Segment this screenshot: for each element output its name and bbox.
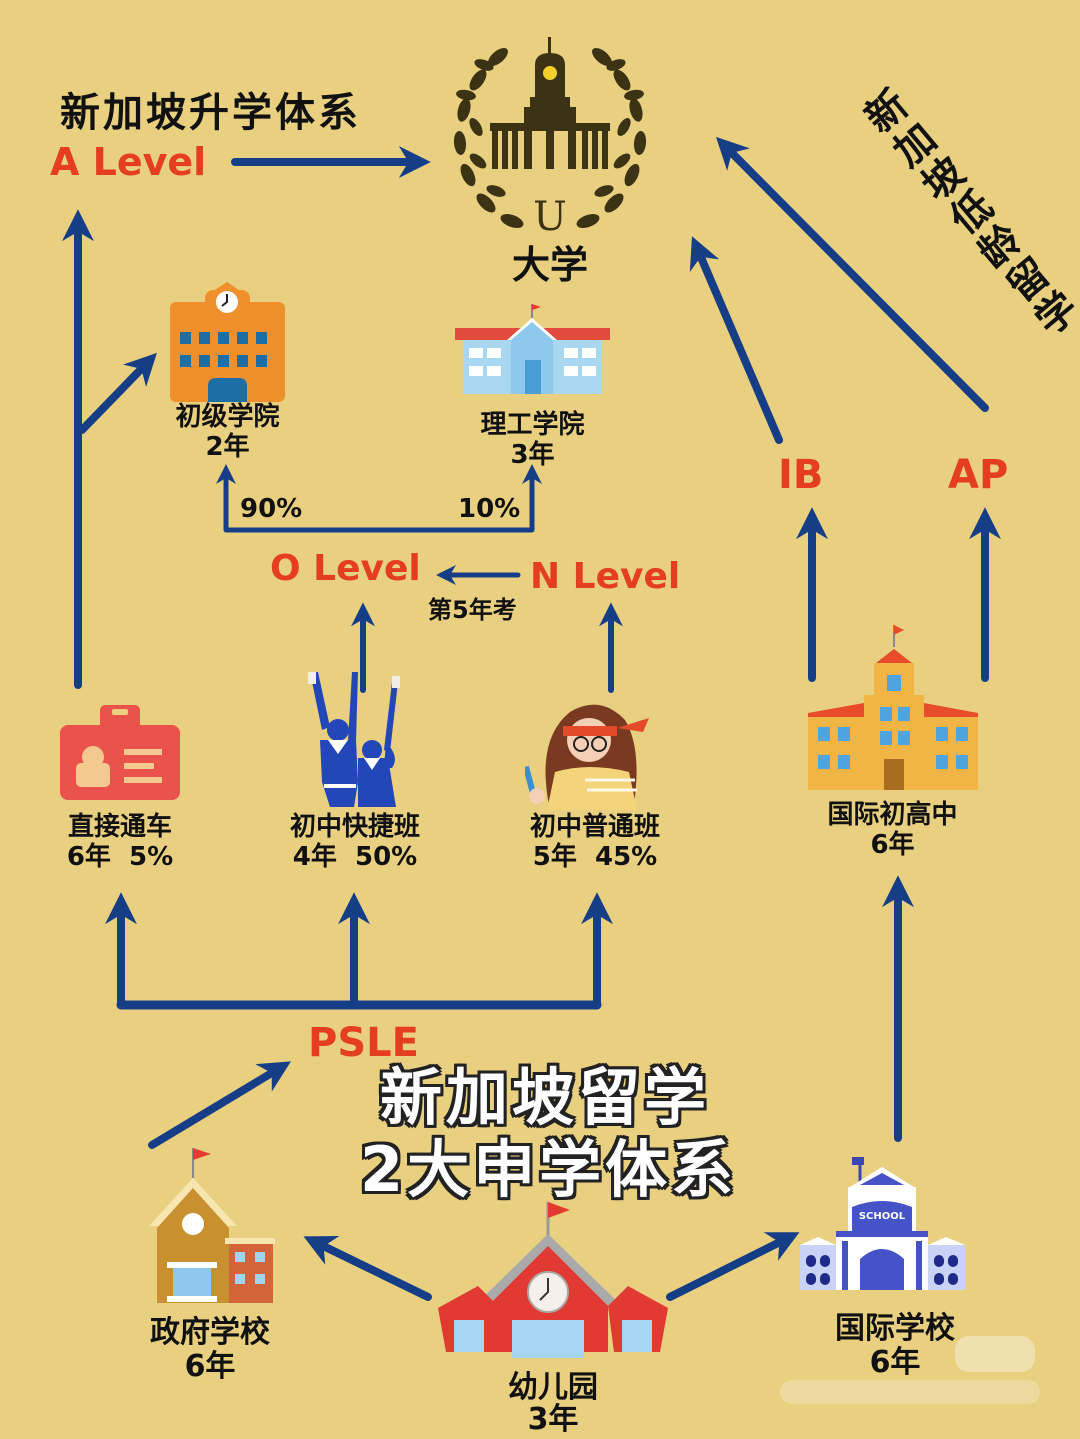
junior-college-label: 初级学院 2年: [175, 402, 280, 462]
n-to-o-note: 第5年考: [428, 596, 517, 624]
a-level-label: A Level: [50, 140, 207, 184]
international-school-building-icon: SCHOOL: [800, 1155, 965, 1290]
psle-label: PSLE: [308, 1020, 419, 1066]
normal-class-label: 初中普通班 5年 45%: [529, 812, 660, 872]
svg-text:SCHOOL: SCHOOL: [859, 1211, 906, 1222]
n-level-label: N Level: [530, 556, 681, 597]
watermark-blur-strip: [780, 1380, 1040, 1404]
express-class-label: 初中快捷班 4年 50%: [289, 812, 420, 872]
direct-through-label: 直接通车 6年 5%: [66, 812, 174, 872]
ib-label: IB: [778, 452, 824, 498]
page-title: 新加坡升学体系: [60, 90, 361, 136]
o-level-label: O Level: [270, 548, 421, 589]
polytechnic-building-icon: [455, 302, 610, 397]
svg-text:U: U: [533, 194, 567, 240]
overlay-caption: 新加坡留学 2大申学体系: [360, 1061, 738, 1206]
international-secondary-label: 国际初高中 6年: [827, 800, 958, 860]
junior-college-share: 90%: [240, 494, 303, 524]
studying-girl-icon: [522, 700, 660, 810]
id-card-icon: [60, 705, 180, 800]
side-title: 新加坡低龄留学: [857, 81, 1080, 345]
government-school-label: 政府学校 6年: [150, 1315, 270, 1384]
international-school-label: 国际学校 6年: [835, 1311, 955, 1380]
international-secondary-building-icon: [808, 625, 978, 790]
government-school-building-icon: [145, 1148, 275, 1303]
polytechnic-share: 10%: [458, 494, 521, 524]
junior-college-building-icon: [170, 282, 285, 402]
university-emblem: U: [440, 25, 660, 255]
university-building-icon: U: [453, 37, 647, 240]
kindergarten-label: 幼儿园 3年: [508, 1370, 598, 1437]
graduating-students-icon: [300, 672, 410, 807]
kindergarten-building-icon: [438, 1202, 668, 1372]
ap-label: AP: [948, 452, 1009, 498]
polytechnic-label: 理工学院 3年: [480, 410, 585, 470]
watermark-blur: [955, 1336, 1035, 1372]
university-label: 大学: [511, 243, 588, 287]
